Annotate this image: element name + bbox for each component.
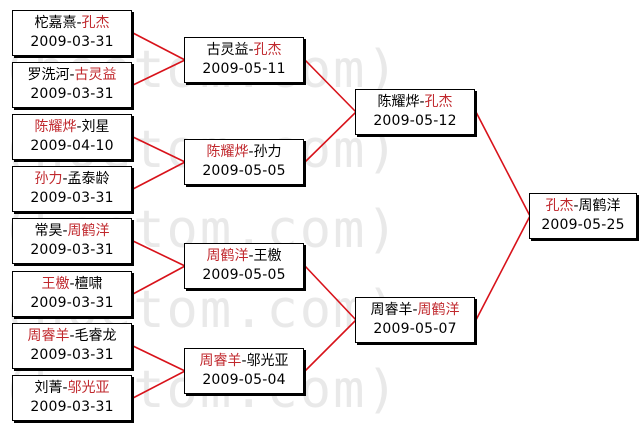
match-box-r1-1[interactable]: 柁嘉熹-孔杰 2009-03-31 [12, 10, 132, 56]
player-a: 罗洗河 [27, 67, 70, 83]
connector-line [132, 59, 186, 86]
match-date: 2009-03-31 [30, 86, 114, 102]
match-players: 陈耀烨-孙力 [206, 144, 282, 160]
match-players: 孙力-孟泰龄 [34, 171, 110, 187]
player-b: 邬光亚 [246, 353, 289, 369]
player-b-winner: 孔杰 [81, 15, 110, 31]
match-date: 2009-03-31 [30, 295, 114, 311]
match-box-final[interactable]: 孔杰-周鹤洋 2009-05-25 [529, 193, 637, 239]
match-players: 陈耀烨-刘星 [34, 119, 110, 135]
match-players: 王檄-檀啸 [41, 276, 103, 292]
connector-line [304, 111, 357, 163]
player-b-winner: 孔杰 [253, 42, 282, 58]
match-box-r2-1[interactable]: 古灵益-孔杰 2009-05-11 [184, 37, 304, 83]
match-date: 2009-03-31 [30, 242, 114, 258]
match-players: 周鹤洋-王檄 [206, 248, 282, 264]
match-players: 罗洗河-古灵益 [27, 67, 117, 83]
player-b-winner: 孔杰 [424, 94, 453, 110]
match-box-r1-4[interactable]: 孙力-孟泰龄 2009-03-31 [12, 166, 132, 212]
match-date: 2009-05-04 [202, 372, 286, 388]
match-box-r3-1[interactable]: 陈耀烨-孔杰 2009-05-12 [355, 89, 475, 135]
connector-line [304, 59, 357, 113]
player-b: 檀啸 [74, 276, 103, 292]
player-a-winner: 周睿羊 [27, 328, 70, 344]
connector-line [132, 136, 186, 163]
player-a-winner: 周鹤洋 [206, 248, 249, 264]
match-date: 2009-03-31 [30, 190, 114, 206]
player-a-winner: 孙力 [34, 171, 63, 187]
player-a: 周睿羊 [370, 302, 413, 318]
match-box-r1-3[interactable]: 陈耀烨-刘星 2009-04-10 [12, 114, 132, 160]
player-a: 常昊 [34, 223, 63, 239]
player-b: 周鹤洋 [578, 198, 621, 214]
match-players: 孔杰-周鹤洋 [545, 198, 621, 214]
match-players: 刘菁-邬光亚 [34, 380, 110, 396]
match-players: 陈耀烨-孔杰 [377, 94, 453, 110]
match-box-r1-2[interactable]: 罗洗河-古灵益 2009-03-31 [12, 62, 132, 108]
match-date: 2009-03-31 [30, 34, 114, 50]
match-box-r2-2[interactable]: 陈耀烨-孙力 2009-05-05 [184, 139, 304, 185]
connector-line [475, 111, 531, 217]
match-date: 2009-03-31 [30, 399, 114, 415]
player-b-winner: 邬光亚 [67, 380, 110, 396]
match-box-r1-6[interactable]: 王檄-檀啸 2009-03-31 [12, 271, 132, 317]
player-b: 刘星 [81, 119, 110, 135]
match-date: 2009-05-07 [373, 321, 457, 337]
match-box-r1-7[interactable]: 周睿羊-毛睿龙 2009-03-31 [12, 323, 132, 369]
player-b-winner: 古灵益 [74, 67, 117, 83]
connector-line [132, 32, 186, 61]
match-box-r3-2[interactable]: 周睿羊-周鹤洋 2009-05-07 [355, 297, 475, 343]
player-b: 孙力 [253, 144, 282, 160]
match-players: 周睿羊-周鹤洋 [370, 302, 460, 318]
match-date: 2009-05-12 [373, 113, 457, 129]
player-b-winner: 周鹤洋 [67, 223, 110, 239]
match-players: 古灵益-孔杰 [206, 42, 282, 58]
player-a: 陈耀烨 [377, 94, 420, 110]
player-a: 柁嘉熹 [34, 15, 77, 31]
match-date: 2009-05-25 [541, 217, 625, 233]
match-date: 2009-05-05 [202, 267, 286, 283]
player-b: 毛睿龙 [74, 328, 117, 344]
player-a-winner: 周睿羊 [199, 353, 242, 369]
match-box-r1-5[interactable]: 常昊-周鹤洋 2009-03-31 [12, 218, 132, 264]
match-box-r2-3[interactable]: 周鹤洋-王檄 2009-05-05 [184, 243, 304, 289]
player-b: 王檄 [253, 248, 282, 264]
match-players: 常昊-周鹤洋 [34, 223, 110, 239]
player-a-winner: 陈耀烨 [206, 144, 249, 160]
player-a-winner: 孔杰 [545, 198, 574, 214]
match-date: 2009-05-11 [202, 61, 286, 77]
connector-line [132, 161, 186, 190]
match-players: 柁嘉熹-孔杰 [34, 15, 110, 31]
match-box-r2-4[interactable]: 周睿羊-邬光亚 2009-05-04 [184, 348, 304, 394]
match-players: 周睿羊-邬光亚 [199, 353, 289, 369]
match-box-r1-8[interactable]: 刘菁-邬光亚 2009-03-31 [12, 375, 132, 421]
player-b: 孟泰龄 [67, 171, 110, 187]
match-date: 2009-03-31 [30, 347, 114, 363]
player-a: 古灵益 [206, 42, 249, 58]
player-a-winner: 陈耀烨 [34, 119, 77, 135]
connector-line [304, 319, 357, 372]
player-a: 刘菁 [34, 380, 63, 396]
connector-line [132, 240, 186, 267]
match-date: 2009-04-10 [30, 138, 114, 154]
connector-line [132, 345, 186, 372]
connector-line [304, 265, 357, 321]
player-b-winner: 周鹤洋 [417, 302, 460, 318]
connector-line [132, 370, 186, 399]
player-a-winner: 王檄 [41, 276, 70, 292]
match-players: 周睿羊-毛睿龙 [27, 328, 117, 344]
match-date: 2009-05-05 [202, 163, 286, 179]
connector-line [132, 265, 186, 295]
connector-line [475, 215, 531, 321]
